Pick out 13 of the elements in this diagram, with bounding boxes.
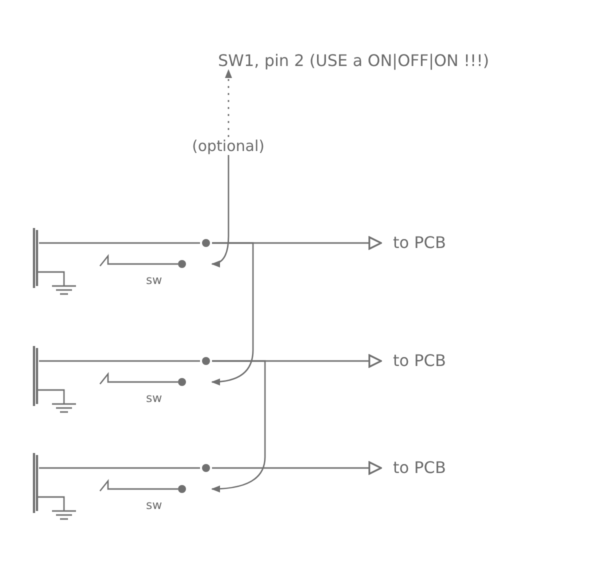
arrow [211,242,254,386]
switch-label: sw [146,497,162,514]
arrow [224,69,232,137]
arrow [212,461,382,475]
arrow [211,155,230,267]
handwritten-note: SW1, pin 2 (USE a ON|OFF|ON !!!) [218,52,490,70]
handwritten-note: to PCB [393,459,446,477]
switch-label: sw [146,390,162,407]
switch-label: sw [146,272,162,289]
handwritten-note: to PCB [393,352,446,370]
handwritten-note: to PCB [393,234,446,252]
handwritten-note: (optional) [192,137,264,155]
arrow [211,360,266,492]
